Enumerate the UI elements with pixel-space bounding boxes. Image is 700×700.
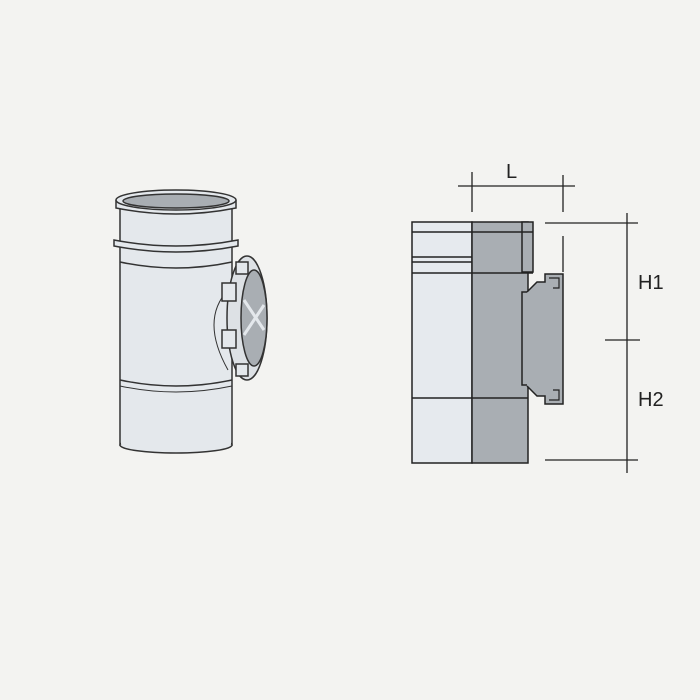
dimension-lines xyxy=(458,172,640,473)
branch-socket xyxy=(521,273,564,405)
inspection-tee-section-view xyxy=(411,221,564,464)
pipe-outer-half xyxy=(411,221,473,464)
length-label: L xyxy=(506,161,517,183)
h1-label: H1 xyxy=(638,272,664,294)
pipe-opening xyxy=(122,193,230,209)
lower-socket-edge xyxy=(119,379,233,387)
pipe-section-half xyxy=(471,221,529,464)
access-cap xyxy=(221,255,268,381)
h2-label: H2 xyxy=(638,389,664,411)
inspection-tee-3d-view xyxy=(113,189,268,454)
upper-ring xyxy=(113,239,239,253)
